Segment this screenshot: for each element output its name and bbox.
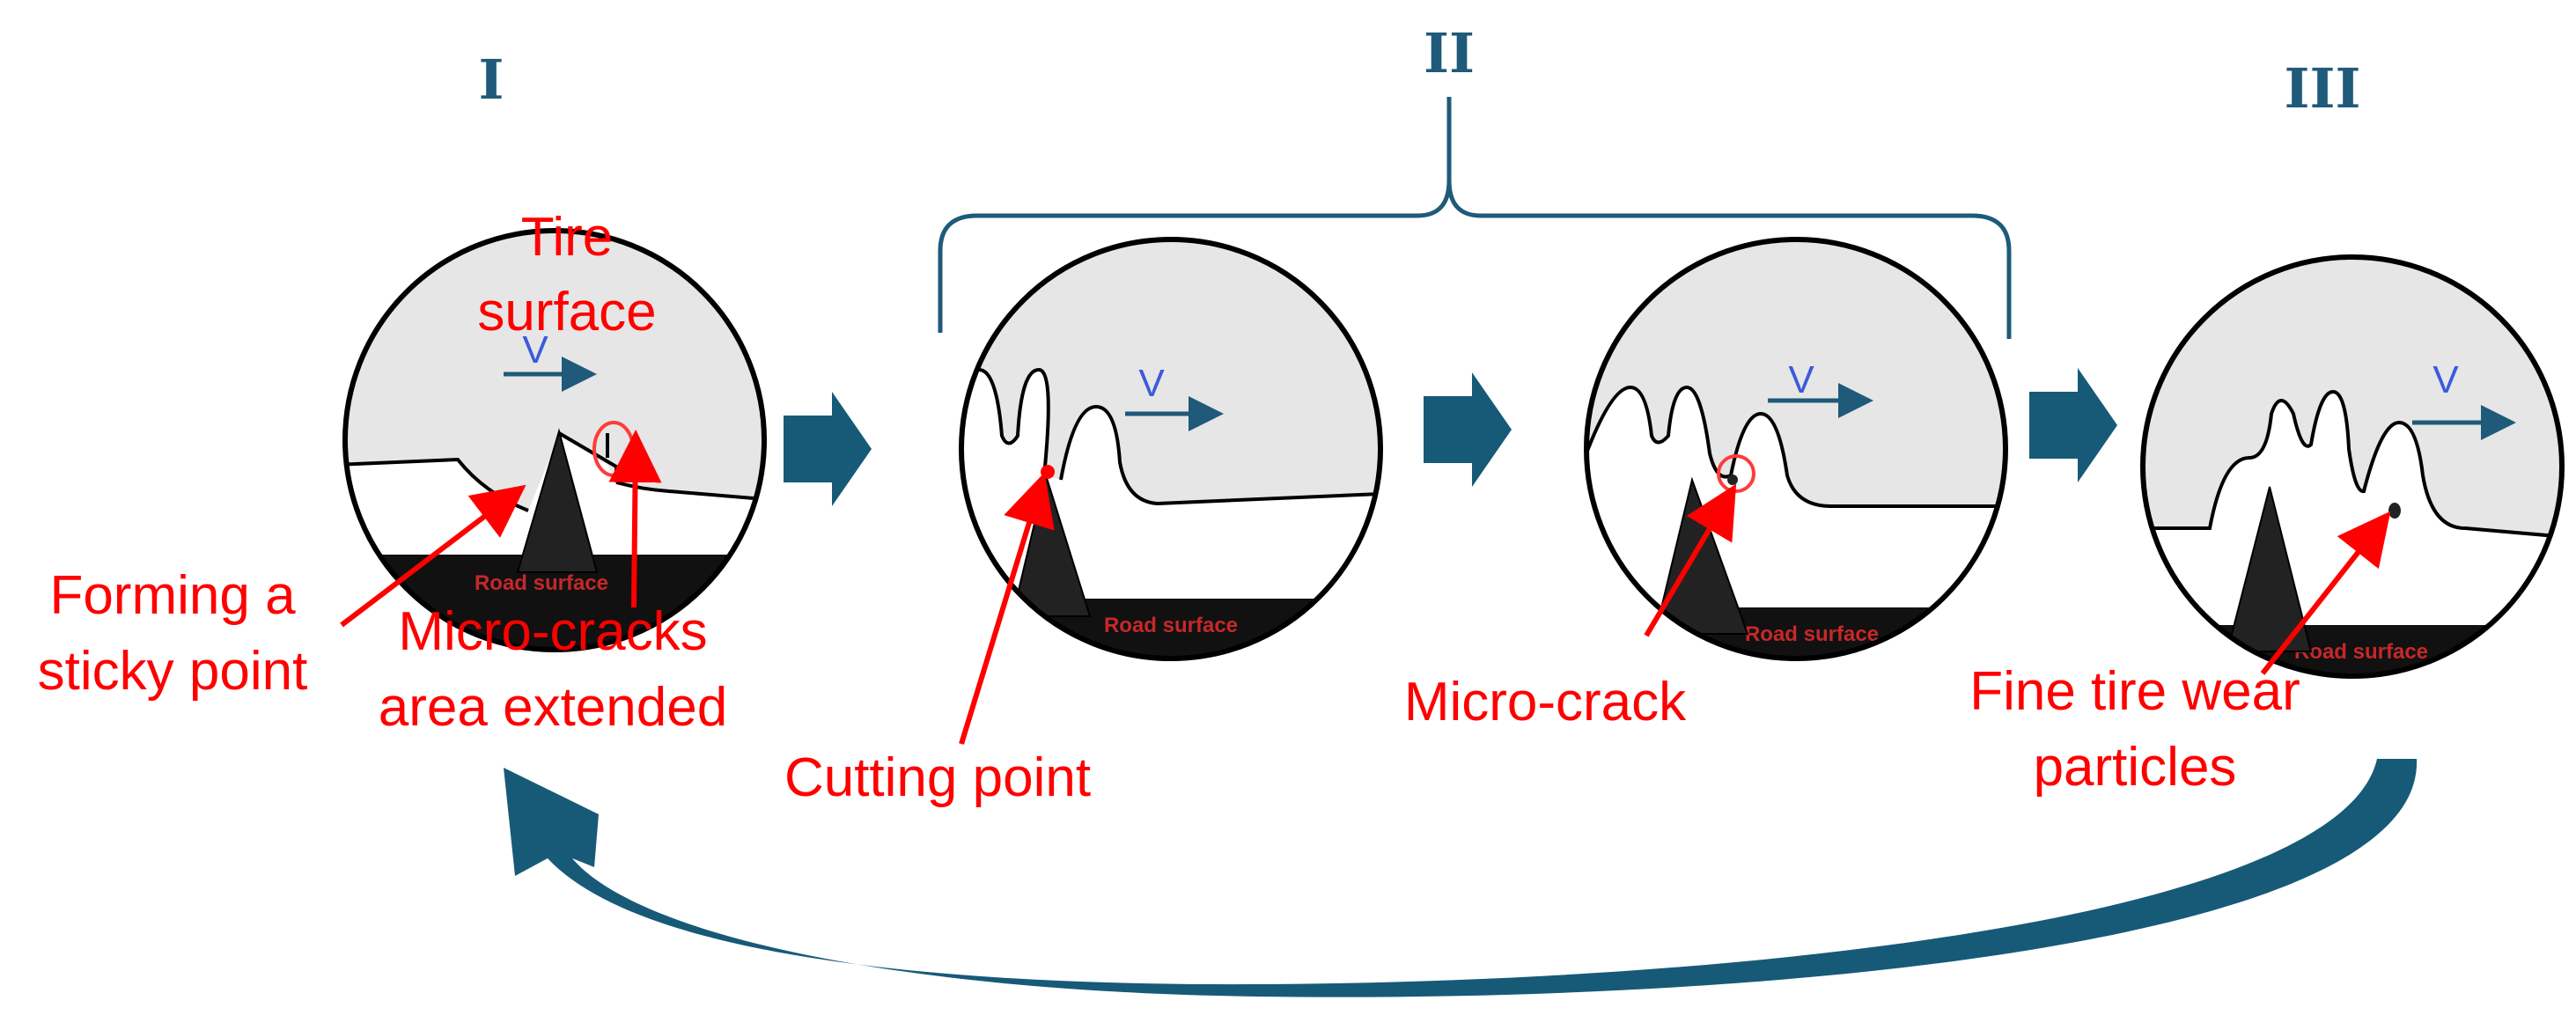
velocity-label-1: V <box>522 328 548 372</box>
cutting-point-dot <box>1041 465 1055 479</box>
road-label-4: Road surface <box>2294 640 2428 664</box>
stage-label-1: I <box>478 48 504 112</box>
label-fine-particles-line2: particles <box>2034 737 2237 798</box>
circle-stage-4: Road surface V <box>2140 254 2565 679</box>
stage-label-2: II <box>1424 21 1475 85</box>
arrow-cutting-point <box>959 472 1055 745</box>
label-fine-particles-line1: Fine tire wear <box>1969 661 2300 722</box>
road-label-1: Road surface <box>475 571 608 595</box>
flow-arrow-1 <box>784 392 872 506</box>
label-sticky-line1: Forming a <box>49 565 296 626</box>
arrow-micro-cracks <box>608 430 662 608</box>
label-micro-cracks-line1: Micro-cracks <box>398 601 707 662</box>
label-tire-surface-line2: surface <box>477 282 656 342</box>
wear-particle <box>2388 503 2401 519</box>
velocity-label-4: V <box>2432 358 2459 401</box>
label-cutting-point: Cutting point <box>784 747 1091 808</box>
label-micro-cracks-line2: area extended <box>379 677 727 738</box>
velocity-label-3: V <box>1788 358 1814 401</box>
label-micro-crack: Micro-crack <box>1404 672 1687 732</box>
flow-arrow-3 <box>2029 368 2117 482</box>
stage-label-3: III <box>2284 56 2360 121</box>
label-sticky-line2: sticky point <box>38 641 308 702</box>
arrow-micro-crack <box>1644 483 1737 637</box>
stage-2-brace <box>938 97 2012 339</box>
velocity-label-2: V <box>1138 362 1165 405</box>
flow-arrow-2 <box>1424 372 1512 487</box>
arrow-fine-particles <box>2260 511 2391 675</box>
road-label-2: Road surface <box>1104 614 1238 637</box>
circle-stage-3: Road surface V <box>1584 237 2008 661</box>
road-label-3: Road surface <box>1745 622 1879 646</box>
circle-stage-2: Road surface V <box>959 237 1383 661</box>
label-tire-surface-line1: Tire <box>521 207 613 268</box>
arrow-sticky-point <box>340 484 526 628</box>
